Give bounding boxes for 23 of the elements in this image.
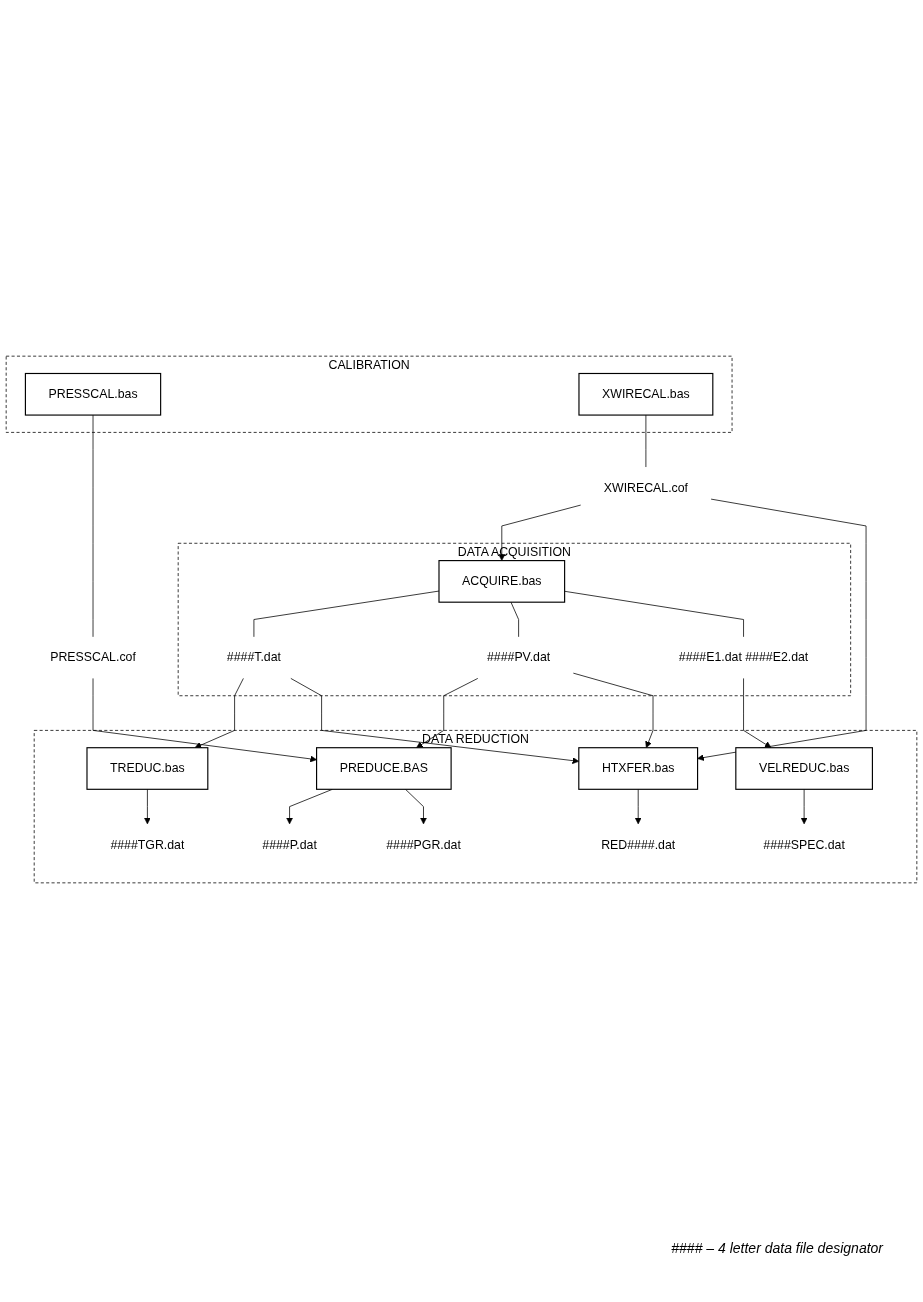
connector <box>510 602 519 638</box>
node-text: ####T.dat <box>226 651 281 665</box>
node-text: RED####.dat <box>601 838 676 852</box>
node-box: TREDUC.bas <box>86 747 209 791</box>
node-text: ####PGR.dat <box>386 838 461 852</box>
connector <box>645 415 647 468</box>
node-box: PRESSCAL.bas <box>24 373 162 417</box>
connector <box>564 591 744 638</box>
node-box: ACQUIRE.bas <box>438 560 566 604</box>
node-box: VELREDUC.bas <box>735 747 873 791</box>
node-box: HTXFER.bas <box>578 747 699 791</box>
node-text: ####SPEC.dat <box>763 838 845 852</box>
node-text: ####E1.dat ####E2.dat <box>678 651 809 665</box>
node-text: PRESSCAL.cof <box>50 651 136 665</box>
note: #### – 4 letter data file designator <box>670 1240 883 1256</box>
node-text: ####P.dat <box>262 838 317 852</box>
connector <box>253 591 440 638</box>
node-text: ####TGR.dat <box>110 838 185 852</box>
node-box: PREDUCE.BAS <box>316 747 452 791</box>
node-box: XWIRECAL.bas <box>578 373 714 417</box>
connector <box>92 415 94 638</box>
node-text: ####PV.dat <box>486 651 551 665</box>
node-text: XWIRECAL.cof <box>603 481 688 495</box>
